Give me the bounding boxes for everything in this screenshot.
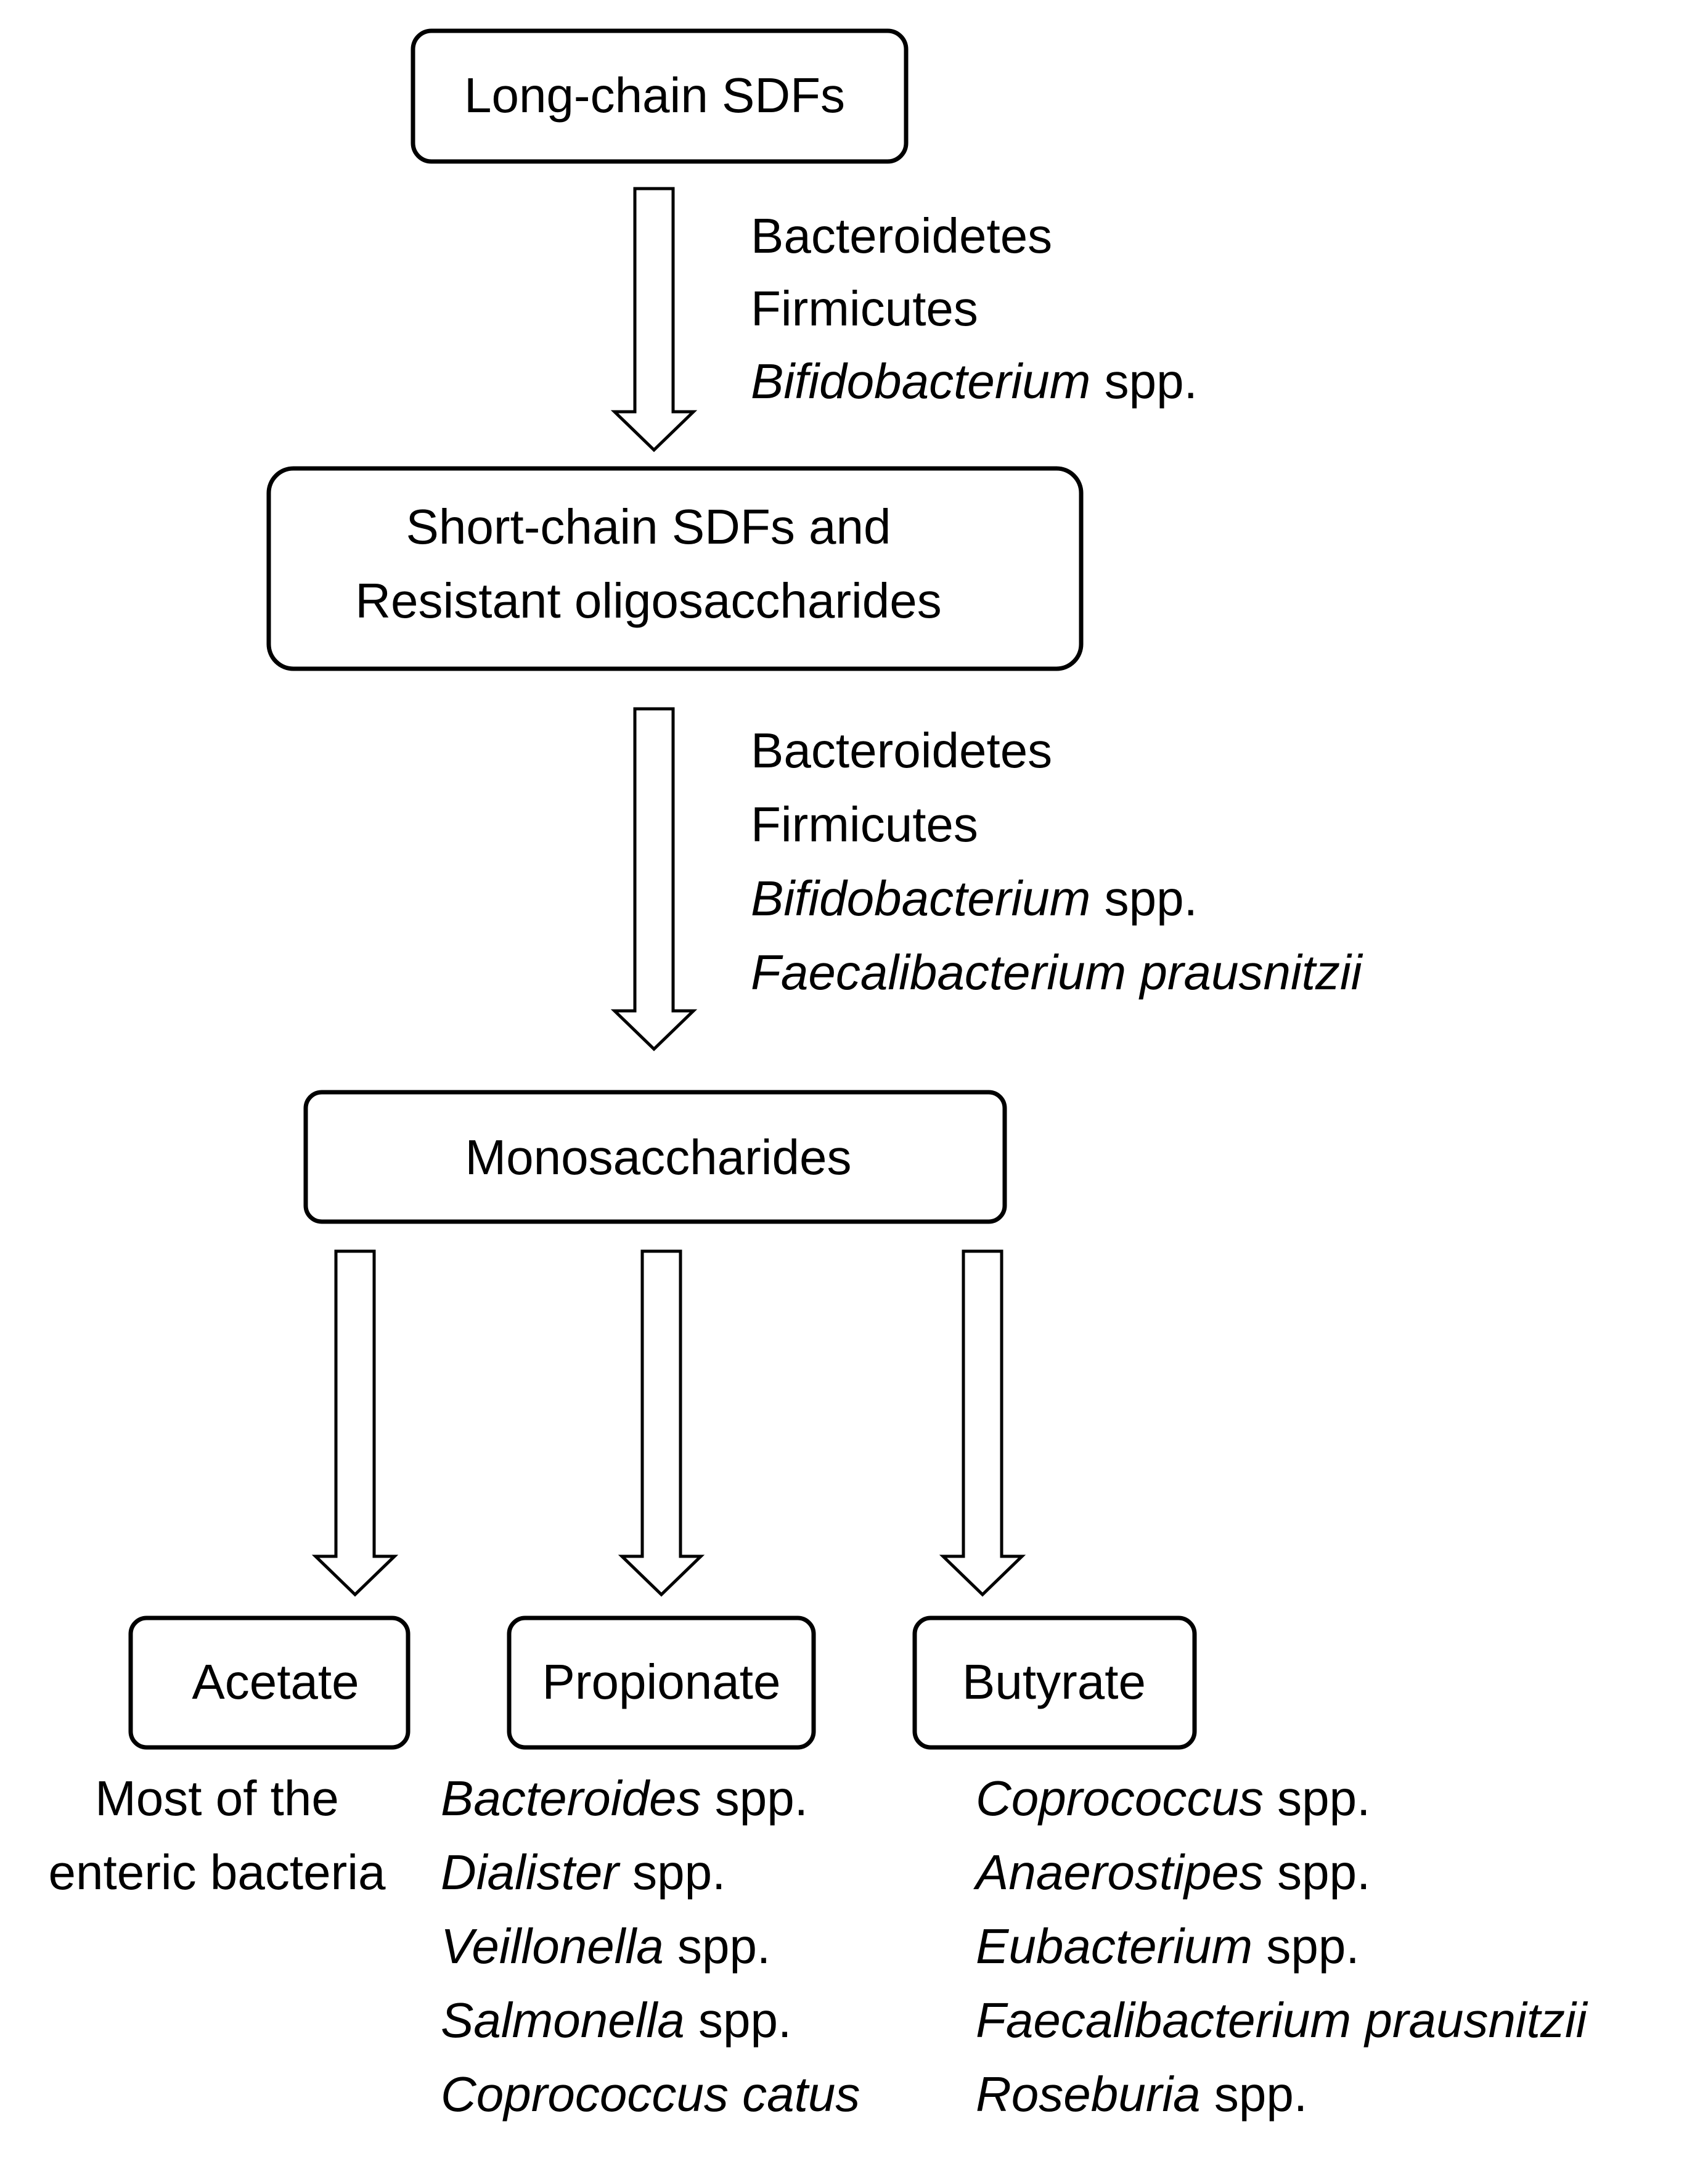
node-label-line: Acetate xyxy=(192,1654,359,1709)
taxon-suffix: Firmicutes xyxy=(751,281,978,336)
taxon-suffix: spp. xyxy=(1264,1771,1370,1826)
taxon-name: Coprococcus xyxy=(976,1771,1264,1826)
taxon-name: Faecalibacterium prausnitzii xyxy=(751,945,1363,1000)
producer-line: Anaerostipes spp. xyxy=(973,1845,1370,1900)
edge-label-line: Firmicutes xyxy=(751,797,978,852)
producers-butyrate: Coprococcus spp.Anaerostipes spp.Eubacte… xyxy=(973,1771,1588,2122)
taxon-suffix: Firmicutes xyxy=(751,797,978,852)
taxon-suffix: spp. xyxy=(1090,354,1197,409)
arrow-mono-to-acetate xyxy=(311,1249,399,1597)
taxon-name: Eubacterium xyxy=(976,1919,1252,1974)
producers-propionate: Bacteroides spp.Dialister spp.Veillonell… xyxy=(441,1771,860,2122)
taxon-suffix: spp. xyxy=(701,1771,807,1826)
edge-label-line: Firmicutes xyxy=(751,281,978,336)
taxon-name: Veillonella xyxy=(441,1919,664,1974)
node-label-line: Butyrate xyxy=(962,1654,1146,1709)
taxon-name: Bifidobacterium xyxy=(751,871,1090,926)
taxon-name: Bifidobacterium xyxy=(751,354,1090,409)
node-label-line: Long-chain SDFs xyxy=(464,68,845,123)
taxon-suffix: spp. xyxy=(1264,1845,1370,1900)
producer-line: Faecalibacterium prausnitzii xyxy=(976,1993,1588,2048)
taxon-suffix: spp. xyxy=(1090,871,1197,926)
node-propionate: Propionate xyxy=(507,1616,816,1750)
taxon-name: Coprococcus catus xyxy=(441,2067,860,2122)
node-butyrate: Butyrate xyxy=(912,1616,1197,1750)
producer-line: Dialister spp. xyxy=(441,1845,725,1900)
taxon-name: Salmonella xyxy=(441,1993,685,2048)
node-monosaccharides: Monosaccharides xyxy=(303,1090,1007,1224)
producer-line: Roseburia spp. xyxy=(976,2067,1307,2122)
taxon-suffix: spp. xyxy=(664,1919,770,1974)
taxon-suffix: Bacteroidetes xyxy=(751,723,1052,778)
edge-label-line: Bifidobacterium spp. xyxy=(751,354,1198,409)
producers-acetate: Most of the enteric bacteria xyxy=(49,1771,386,1900)
producer-line: Most of the xyxy=(95,1771,339,1826)
arrow-short-to-mono xyxy=(610,707,698,1052)
taxon-suffix: spp. xyxy=(1201,2067,1307,2122)
producer-line: Veillonella spp. xyxy=(441,1919,770,1974)
edge-label-line: Bifidobacterium spp. xyxy=(751,871,1198,926)
arrow-mono-to-propionate xyxy=(618,1249,705,1597)
producer-line: enteric bacteria xyxy=(49,1845,386,1900)
edge-label-line: Bacteroidetes xyxy=(751,723,1052,778)
taxon-name: Faecalibacterium prausnitzii xyxy=(976,1993,1588,2048)
arrow-long-to-short xyxy=(610,187,698,452)
node-long-chain-sdfs: Long-chain SDFs xyxy=(411,28,909,164)
node-label-line: Monosaccharides xyxy=(465,1130,852,1185)
arrow-mono-to-butyrate xyxy=(939,1249,1026,1597)
node-acetate: Acetate xyxy=(128,1616,411,1750)
taxon-name: Anaerostipes xyxy=(973,1845,1264,1900)
taxon-suffix: spp. xyxy=(1252,1919,1359,1974)
taxon-suffix: spp. xyxy=(685,1993,791,2048)
node-short-chain-sdfs: Short-chain SDFs and Resistant oligosacc… xyxy=(266,466,1084,671)
edge-label-line: Bacteroidetes xyxy=(751,208,1052,263)
producer-line: Coprococcus catus xyxy=(441,2067,860,2122)
producer-line: Eubacterium spp. xyxy=(976,1919,1360,1974)
node-label-line: Short-chain SDFs and xyxy=(406,499,891,554)
taxon-suffix: enteric bacteria xyxy=(49,1845,386,1900)
taxon-name: Bacteroides xyxy=(441,1771,701,1826)
taxon-suffix: spp. xyxy=(619,1845,725,1900)
edge-label-line: Faecalibacterium prausnitzii xyxy=(751,945,1363,1000)
taxon-name: Dialister xyxy=(441,1845,621,1900)
node-label-line: Resistant oligosaccharides xyxy=(355,573,942,628)
producer-line: Bacteroides spp. xyxy=(441,1771,808,1826)
producer-line: Coprococcus spp. xyxy=(976,1771,1370,1826)
producer-line: Salmonella spp. xyxy=(441,1993,791,2048)
taxon-suffix: Most of the xyxy=(95,1771,339,1826)
taxon-suffix: Bacteroidetes xyxy=(751,208,1052,263)
node-label-line: Propionate xyxy=(542,1654,781,1709)
taxon-name: Roseburia xyxy=(976,2067,1201,2122)
